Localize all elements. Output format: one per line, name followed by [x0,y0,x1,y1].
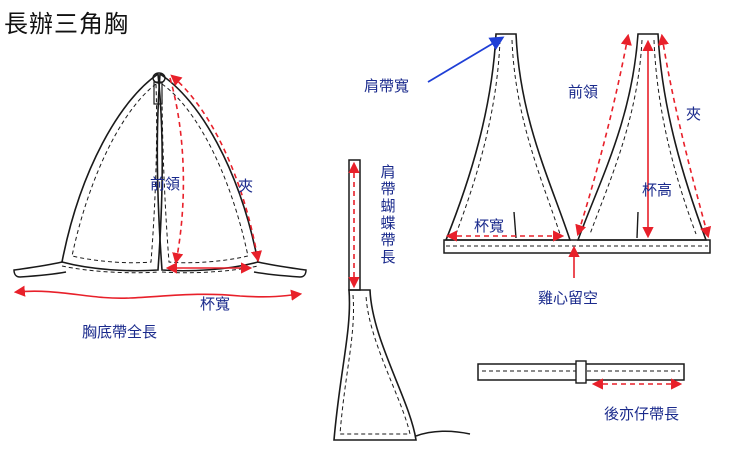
left-band-tie [13,261,67,278]
strap-bow-rect [348,159,361,291]
label-strap-width: 肩帶寬 [364,77,410,95]
back-tie-slider [575,360,587,384]
flat-left-cup-stitch [455,39,561,235]
label-cup-width-left: 杯寬 [200,295,231,313]
front-neck-left-arrow [169,77,185,265]
label-underband-length: 胸底帶全長 [82,323,158,341]
label-back-tie-length: 後亦仔帶長 [604,405,680,423]
right-band-tie [253,261,307,278]
label-front-neck-right: 前領 [568,83,599,101]
neck-knot [152,72,166,84]
label-center-gap: 雞心留空 [538,289,599,307]
strap-body-stitch [339,294,411,435]
strap-body-outline [333,289,417,441]
flat-pattern-measures [445,33,712,278]
flat-left-dart [513,211,517,239]
side-left-arrow [170,74,262,263]
label-strap-bow-length: 肩帶蝴蝶帶長 [380,163,396,266]
back-tie-drawing [477,360,685,384]
label-side-right: 夾 [686,105,702,123]
left-cup-outline [61,73,163,272]
left-cup-stitch [71,83,158,264]
label-cup-height: 杯高 [642,181,673,199]
label-side-left: 夾 [238,177,254,195]
flat-right-cup-outline [576,33,708,241]
underband-arrow [13,285,303,301]
left-band-stitch [61,265,159,274]
assembled-top-measures [13,74,303,301]
flat-right-dart [636,211,639,239]
neck-tab [153,81,163,105]
flat-left-cup-outline [444,33,572,241]
strap-tail [415,430,471,437]
label-cup-width-right: 杯寬 [474,217,505,235]
right-cup-outline [156,73,259,272]
page-title: 長辦三角胸 [4,10,129,38]
side-right-arrow [657,33,712,239]
strap-width-pointer [427,36,505,83]
front-neck-right-arrow [575,33,632,237]
label-front-neck-left: 前領 [150,175,181,193]
